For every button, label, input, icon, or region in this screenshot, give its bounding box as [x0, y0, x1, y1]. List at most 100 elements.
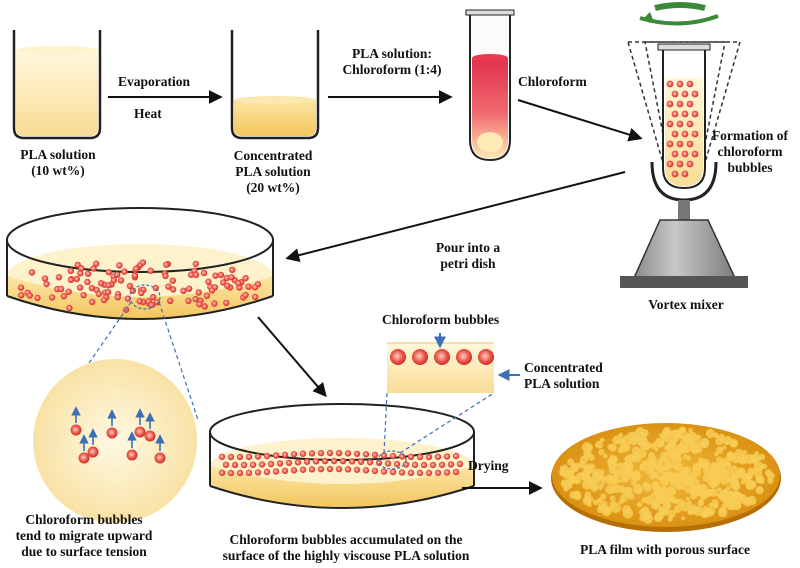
bubble [434, 469, 442, 476]
bubble [212, 272, 219, 279]
bubble [681, 110, 689, 118]
pore [731, 472, 738, 479]
label-concentrated: Concentrated [233, 148, 313, 163]
bubble [105, 282, 112, 289]
bubble [211, 300, 218, 307]
bubble [671, 130, 679, 138]
dish2-bubbles [218, 449, 464, 477]
bubble [290, 467, 298, 474]
bubble [134, 426, 146, 438]
bubble [676, 80, 684, 88]
pore [609, 455, 614, 460]
bubble [398, 469, 406, 476]
bubble [223, 299, 230, 307]
pore [731, 455, 740, 464]
pore [717, 487, 722, 492]
pore [656, 474, 662, 481]
pore [683, 466, 692, 475]
arrow-pour [285, 171, 626, 263]
bubble [66, 304, 73, 312]
bubble [290, 451, 298, 458]
label-evaporation: Evaporation [118, 74, 191, 89]
bubble [438, 461, 446, 468]
bubble [676, 140, 684, 148]
bubble [339, 457, 347, 465]
pore [599, 437, 605, 443]
arrow-accumulate [257, 316, 327, 398]
label-ratio-2: Chloroform (1:4) [342, 62, 442, 77]
pore [740, 479, 746, 485]
bubble [88, 284, 96, 292]
bubble [666, 100, 674, 108]
pore [667, 494, 675, 501]
label-migrate-3: due to surface tension [21, 544, 147, 559]
bubble [380, 468, 388, 475]
label-20wt: (20 wt%) [246, 180, 300, 195]
pore [735, 491, 742, 498]
pore [716, 462, 726, 472]
pore [750, 480, 757, 488]
label-ratio-1: PLA solution: [352, 46, 432, 61]
bubble [671, 150, 679, 158]
bubble [185, 297, 192, 305]
bubble [357, 458, 365, 465]
pore [648, 469, 656, 476]
bubble [153, 298, 161, 306]
bubble [227, 453, 235, 461]
pore [658, 506, 665, 513]
bubble [169, 277, 176, 284]
bubble [434, 453, 442, 460]
pore [667, 517, 673, 523]
bubble [330, 457, 338, 465]
bubble [218, 453, 226, 460]
bubble [185, 285, 193, 292]
bubble [267, 460, 275, 468]
label-chloroform: Chloroform [518, 74, 587, 89]
bubble [353, 450, 361, 457]
pore [680, 448, 686, 454]
pore [746, 495, 757, 506]
pore [570, 477, 577, 484]
pore [582, 479, 593, 490]
bubble [276, 460, 284, 467]
bubble [34, 294, 41, 302]
bubble [416, 453, 424, 461]
test-tube [465, 9, 515, 162]
bubble [353, 466, 361, 473]
bubble [110, 277, 118, 284]
pore [562, 469, 573, 480]
pore [712, 502, 719, 510]
pore [662, 426, 672, 436]
bubble [242, 274, 249, 282]
pore [584, 491, 592, 499]
bubble [136, 298, 143, 305]
bubble [222, 461, 230, 468]
bubble [303, 458, 311, 465]
pore [563, 486, 569, 492]
bubble [456, 349, 472, 365]
bubble [676, 100, 684, 108]
pore [729, 439, 739, 448]
pore [754, 450, 760, 456]
beaker-concentrated [230, 30, 320, 140]
pore [587, 496, 594, 503]
pore [673, 471, 679, 478]
bubble [389, 468, 397, 476]
bubble [192, 260, 199, 268]
pore [636, 501, 643, 508]
bubble [180, 287, 187, 295]
pore [706, 475, 716, 485]
bubble [285, 459, 293, 467]
bubble [294, 459, 302, 466]
pore [559, 471, 565, 477]
bubble [229, 266, 236, 274]
bubble [89, 298, 96, 306]
bubble [100, 296, 108, 304]
pore [597, 497, 603, 503]
bubble [147, 267, 154, 274]
pore [750, 455, 760, 465]
bubble [114, 271, 121, 278]
bubble [681, 90, 689, 98]
bubble [240, 461, 248, 469]
